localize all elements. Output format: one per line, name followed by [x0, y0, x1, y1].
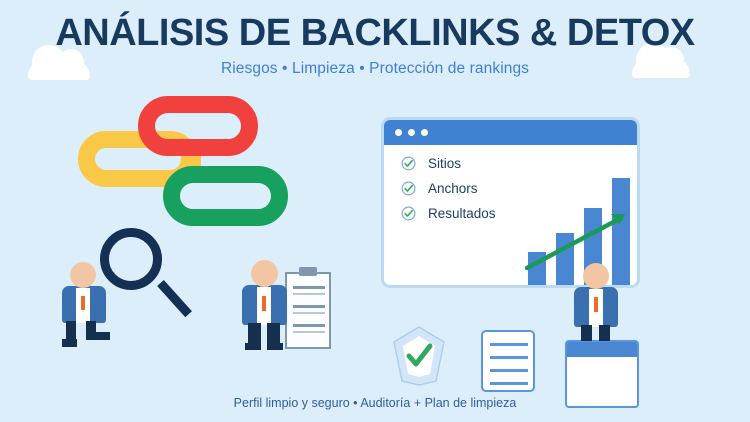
chart-bar — [612, 178, 630, 285]
checklist-item: Sitios — [401, 156, 496, 171]
document-icon — [481, 330, 535, 392]
clipboard-icon — [285, 272, 331, 349]
page-title: ANÁLISIS DE BACKLINKS & DETOX — [55, 12, 695, 54]
checklist-item-label: Sitios — [428, 156, 462, 171]
window-dot-icon — [421, 129, 428, 136]
trend-arrow-icon — [524, 214, 625, 271]
document-line — [490, 356, 528, 359]
person-foot — [267, 343, 283, 350]
person-leg — [248, 323, 261, 347]
check-circle-icon — [401, 206, 416, 221]
page-subtitle: Riesgos • Limpieza • Protección de ranki… — [220, 59, 530, 77]
person-foot — [62, 339, 77, 347]
window-dot-icon — [408, 129, 415, 136]
checklist-item-label: Anchors — [428, 181, 478, 196]
person-head — [583, 263, 609, 289]
clipboard-line — [293, 331, 325, 333]
calendar-icon — [565, 340, 639, 408]
cloud-icon — [28, 45, 90, 80]
checklist-item: Anchors — [401, 181, 496, 196]
footer-caption: Perfil limpio y seguro • Auditoría + Pla… — [233, 396, 517, 410]
person-tie — [262, 296, 266, 311]
person-leg — [267, 323, 280, 347]
person-head — [251, 260, 278, 287]
clipboard-clip — [299, 267, 317, 276]
person-leg — [66, 321, 76, 343]
person-head — [70, 262, 96, 288]
clipboard-line — [293, 312, 325, 314]
check-circle-icon — [401, 156, 416, 171]
person-figure — [238, 260, 292, 350]
person-foot — [86, 332, 110, 340]
chain-link-icon-red — [138, 96, 258, 156]
cloud-icon — [632, 43, 690, 78]
document-line — [490, 382, 528, 385]
browser-titlebar — [384, 120, 637, 145]
person-foot — [245, 343, 261, 350]
magnifying-glass-icon — [100, 228, 162, 290]
shield-check-icon — [393, 326, 445, 386]
checklist-item-label: Resultados — [428, 206, 496, 221]
person-leg — [581, 325, 592, 341]
person-leg — [599, 325, 610, 341]
browser-window: Sitios Anchors Resultado — [381, 117, 640, 288]
person-tie — [81, 296, 85, 310]
checklist: Sitios Anchors Resultado — [401, 156, 496, 231]
clipboard-line — [293, 293, 325, 295]
window-dot-icon — [395, 129, 402, 136]
clipboard-line — [293, 324, 325, 327]
calendar-grid — [567, 357, 637, 373]
magnifying-glass-handle — [157, 279, 192, 318]
person-tie — [594, 297, 598, 312]
person-figure — [570, 263, 622, 341]
chain-link-icon-green — [163, 166, 288, 226]
clipboard-line — [293, 286, 325, 289]
document-line — [490, 343, 528, 346]
clipboard-line — [293, 305, 325, 308]
document-line — [490, 369, 528, 372]
checklist-item: Resultados — [401, 206, 496, 221]
person-figure — [55, 262, 117, 347]
person-leg — [86, 321, 96, 336]
calendar-header — [567, 342, 637, 357]
check-circle-icon — [401, 181, 416, 196]
header: ANÁLISIS DE BACKLINKS & DETOX Riesgos • … — [0, 12, 750, 78]
